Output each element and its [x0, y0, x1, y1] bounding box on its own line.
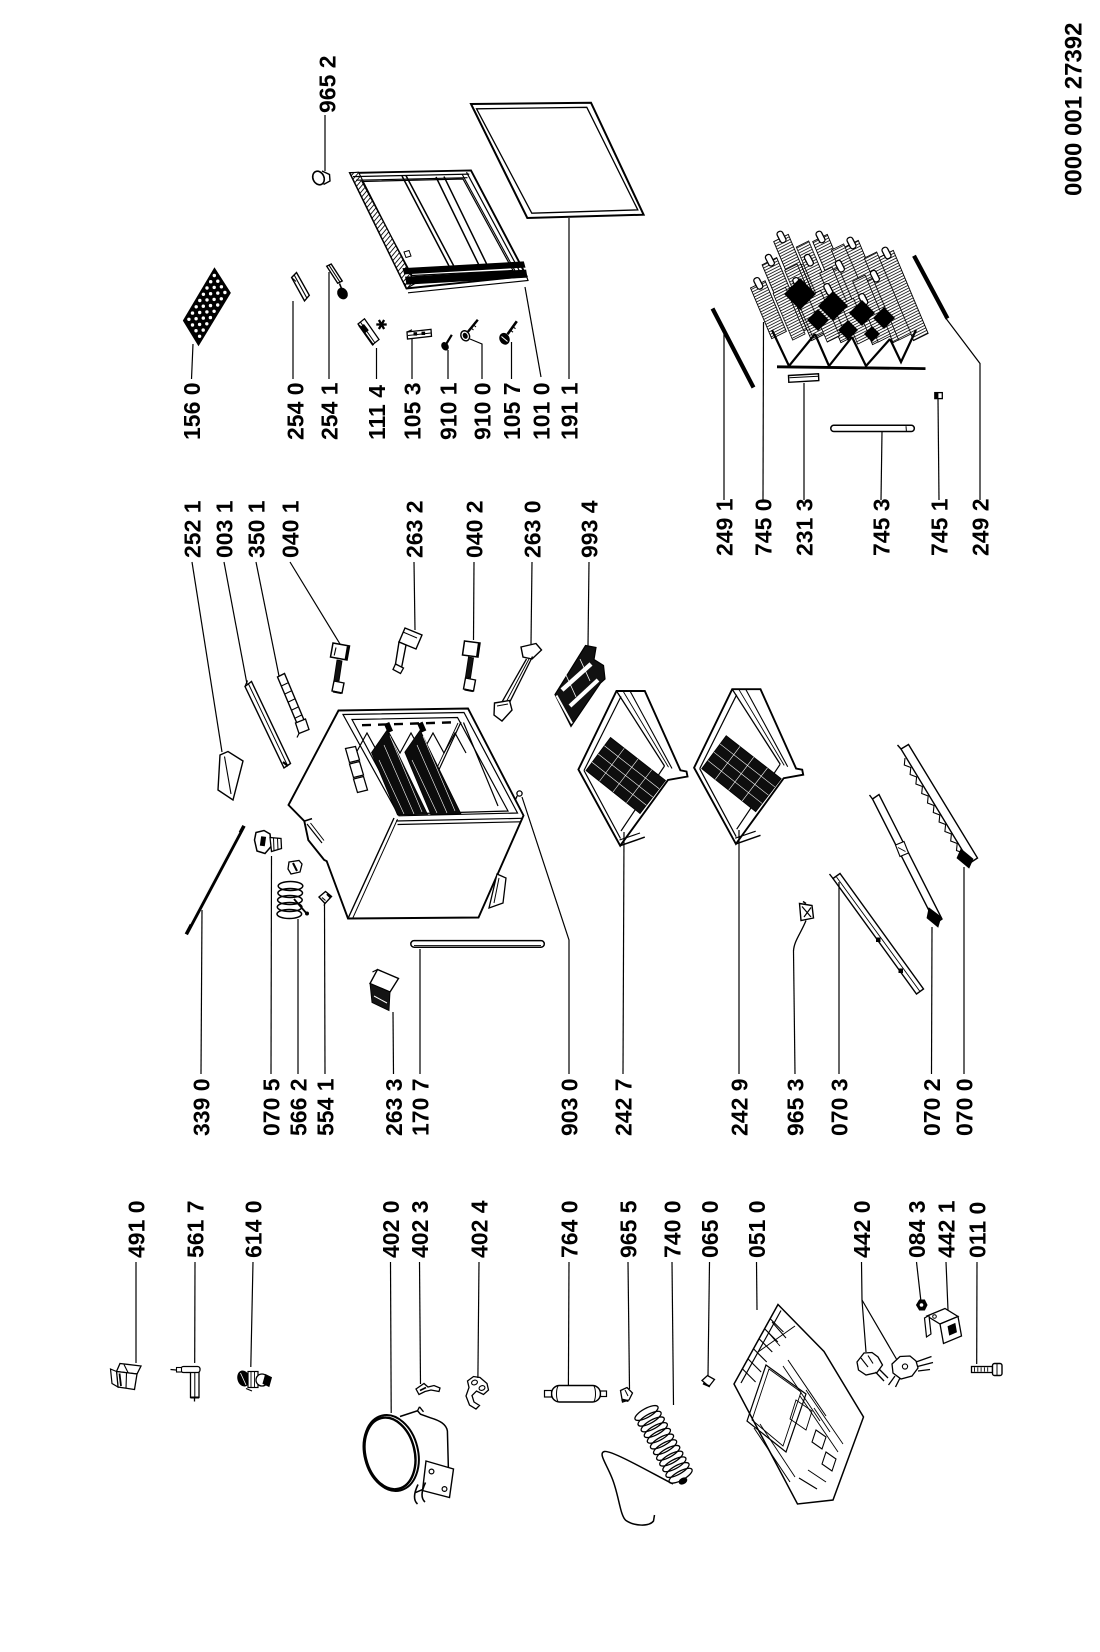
svg-text:070 0: 070 0	[951, 1078, 977, 1136]
svg-text:263 3: 263 3	[381, 1078, 407, 1136]
svg-text:442 0: 442 0	[849, 1200, 875, 1258]
svg-text:554 1: 554 1	[312, 1078, 338, 1136]
svg-text:252 1: 252 1	[179, 500, 205, 558]
svg-text:040 2: 040 2	[461, 500, 487, 558]
svg-text:011 0: 011 0	[964, 1202, 990, 1258]
svg-text:084 3: 084 3	[904, 1200, 930, 1258]
svg-text:070 5: 070 5	[258, 1078, 284, 1136]
svg-text:0000 001 27392: 0000 001 27392	[1060, 22, 1087, 196]
svg-text:003 1: 003 1	[211, 500, 237, 558]
svg-text:242 7: 242 7	[610, 1078, 636, 1136]
svg-text:101 0: 101 0	[528, 382, 554, 440]
svg-text:040 1: 040 1	[277, 500, 303, 558]
svg-text:561 7: 561 7	[182, 1200, 208, 1258]
svg-text:249 1: 249 1	[711, 498, 737, 556]
svg-text:263 0: 263 0	[519, 500, 545, 558]
svg-text:910 1: 910 1	[435, 382, 461, 440]
svg-text:745 3: 745 3	[868, 498, 894, 556]
svg-text:614 0: 614 0	[240, 1200, 266, 1258]
svg-text:993 4: 993 4	[576, 500, 602, 558]
svg-text:965 3: 965 3	[782, 1078, 808, 1136]
svg-text:111 4: 111 4	[364, 385, 390, 440]
svg-text:051 0: 051 0	[744, 1200, 770, 1258]
svg-text:339 0: 339 0	[188, 1078, 214, 1136]
svg-text:965 5: 965 5	[615, 1200, 641, 1258]
svg-text:254 1: 254 1	[316, 382, 342, 440]
svg-text:910 0: 910 0	[469, 382, 495, 440]
svg-text:254 0: 254 0	[282, 382, 308, 440]
svg-text:402 3: 402 3	[407, 1200, 433, 1258]
svg-text:442 1: 442 1	[933, 1200, 959, 1258]
svg-text:740 0: 740 0	[659, 1200, 685, 1258]
svg-text:065 0: 065 0	[697, 1200, 723, 1258]
svg-text:764 0: 764 0	[556, 1200, 582, 1258]
svg-text:170 7: 170 7	[407, 1078, 433, 1136]
svg-text:191 1: 191 1	[556, 382, 582, 440]
svg-text:070 2: 070 2	[919, 1078, 945, 1136]
svg-text:242 9: 242 9	[726, 1078, 752, 1136]
svg-text:070 3: 070 3	[826, 1078, 852, 1136]
svg-text:745 0: 745 0	[750, 498, 776, 556]
svg-text:249 2: 249 2	[967, 498, 993, 556]
svg-text:350 1: 350 1	[243, 500, 269, 558]
svg-text:231 3: 231 3	[791, 498, 817, 556]
svg-text:965 2: 965 2	[314, 55, 340, 113]
svg-text:105 3: 105 3	[399, 382, 425, 440]
svg-text:903 0: 903 0	[556, 1078, 582, 1136]
svg-text:263 2: 263 2	[401, 500, 427, 558]
svg-text:105 7: 105 7	[499, 382, 525, 440]
svg-text:402 0: 402 0	[378, 1200, 404, 1258]
svg-text:491 0: 491 0	[123, 1200, 149, 1258]
svg-text:566 2: 566 2	[285, 1078, 311, 1136]
svg-text:745 1: 745 1	[926, 498, 952, 556]
svg-text:402 4: 402 4	[466, 1200, 492, 1258]
svg-text:156 0: 156 0	[179, 382, 205, 440]
